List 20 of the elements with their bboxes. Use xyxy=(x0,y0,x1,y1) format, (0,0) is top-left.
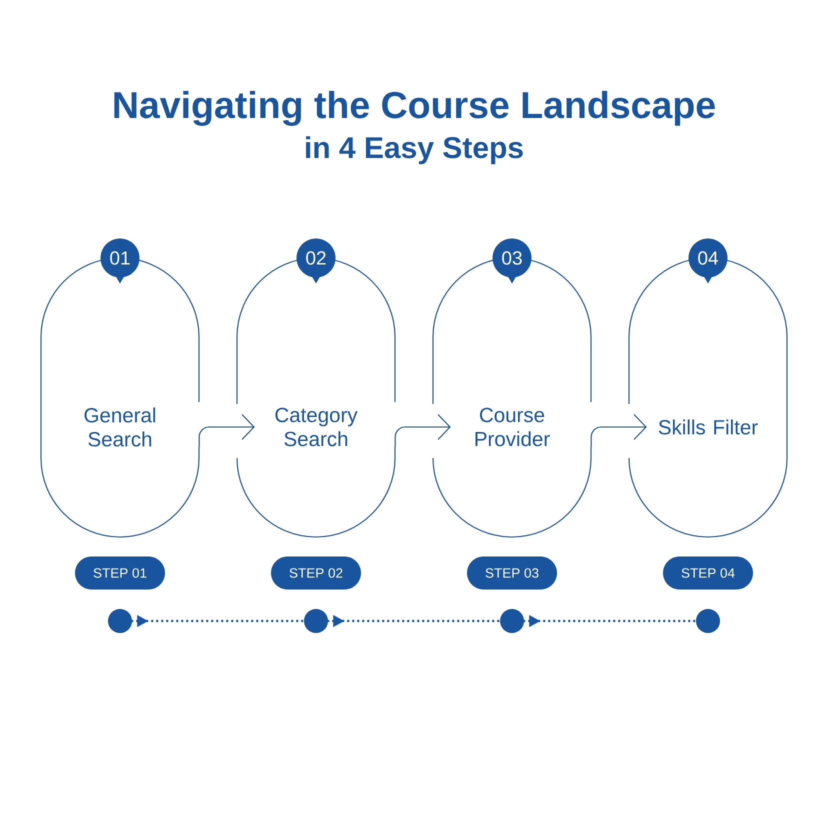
number-badge: 01 xyxy=(100,238,140,284)
dotted-arrow xyxy=(327,615,501,627)
arrow xyxy=(198,414,255,447)
timeline-dot xyxy=(108,609,132,633)
subtitle: in 4 Easy Steps xyxy=(306,136,523,164)
step-tag: STEP 03 xyxy=(467,556,557,590)
step-tag: STEP 04 xyxy=(663,556,753,590)
timeline-dot xyxy=(696,609,720,633)
number-badge: 04 xyxy=(688,238,728,284)
step-tag: STEP 01 xyxy=(75,556,165,590)
number-badge: 02 xyxy=(296,238,336,284)
title: Navigating the Course Landscape xyxy=(114,90,715,126)
arrow xyxy=(394,414,451,447)
arrow xyxy=(590,414,647,447)
step-tag: STEP 02 xyxy=(271,556,361,590)
timeline-dot xyxy=(500,609,524,633)
number-badge: 03 xyxy=(492,238,532,284)
dotted-arrow xyxy=(131,615,305,627)
timeline-dot xyxy=(304,609,328,633)
dotted-arrow xyxy=(523,615,697,627)
